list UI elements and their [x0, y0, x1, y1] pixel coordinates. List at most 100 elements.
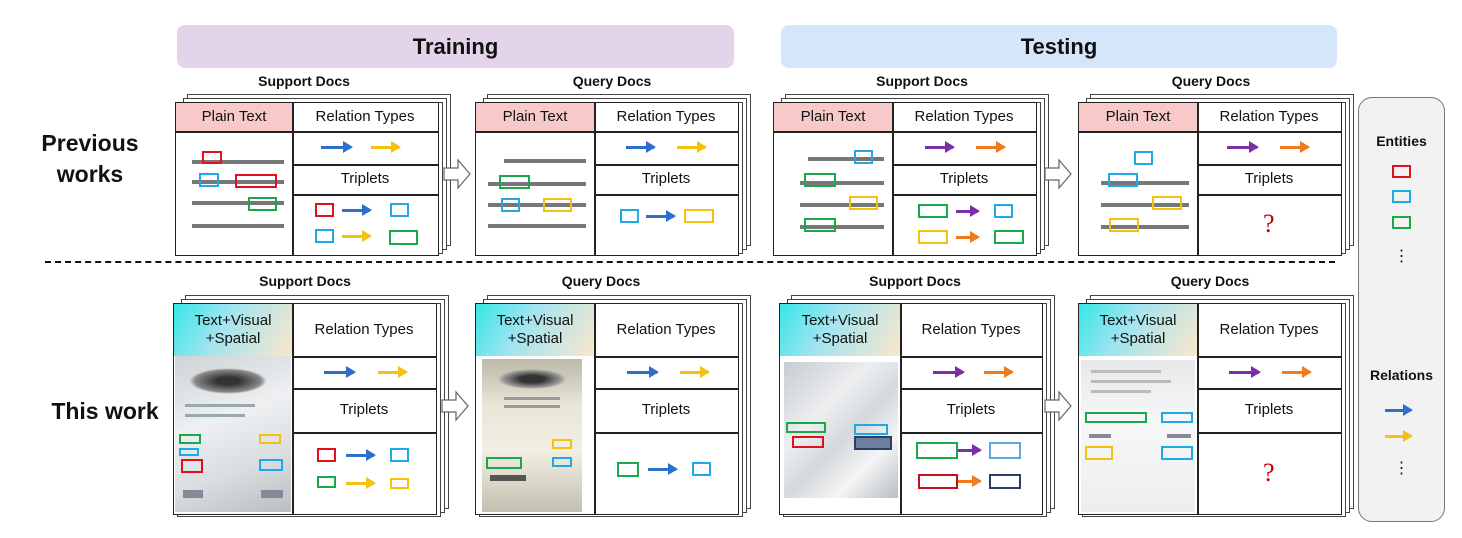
relation-arrow-yellow — [677, 141, 707, 153]
relation-arrow-blue — [346, 449, 376, 461]
entity-box-blue — [179, 448, 199, 456]
testing-banner: Testing — [781, 25, 1337, 68]
relation-arrow-yellow — [371, 141, 401, 153]
entity-box-green — [1392, 216, 1411, 229]
triplets-cell: Triplets — [946, 401, 996, 418]
entity-box-blue — [620, 209, 639, 223]
doc-card: Text+Visual +Spatial Relation Types Trip… — [1078, 303, 1342, 515]
flow-arrow-icon — [441, 390, 469, 422]
entities-more-icon: ⋮ — [1393, 248, 1410, 265]
relation-arrow-blue — [321, 141, 353, 153]
text-visual-spatial-cell: Text+Visual +Spatial — [780, 304, 900, 356]
this-work-label: This work — [51, 398, 159, 424]
entity-box-blue — [552, 457, 572, 467]
relation-arrow-blue — [627, 366, 659, 378]
query-docs-header: Query Docs — [1170, 273, 1250, 289]
relation-arrow-yellow — [342, 230, 372, 242]
doc-card: Text+Visual +Spatial Relation Types Trip… — [173, 303, 437, 515]
triplets-cell: Triplets — [1244, 170, 1294, 187]
entity-box-yellow — [918, 230, 948, 244]
doc-card: Text+Visual +Spatial Relation Types Trip… — [475, 303, 739, 515]
entity-box-red — [202, 151, 222, 164]
entity-box-red — [918, 474, 958, 489]
text-visual-line1: Text+Visual — [1099, 312, 1177, 329]
entity-box-blue — [199, 173, 219, 187]
entity-box-blue — [994, 204, 1013, 218]
entity-box-yellow — [1085, 446, 1113, 460]
triplets-cell: Triplets — [340, 170, 390, 187]
entity-box-green — [389, 230, 418, 245]
entity-box-blue — [1108, 173, 1138, 187]
testing-label: Testing — [1020, 33, 1098, 59]
relation-arrow-purple — [933, 366, 965, 378]
unknown-triplet: ? — [1263, 458, 1275, 487]
entity-box-yellow — [684, 209, 714, 223]
training-label: Training — [412, 33, 499, 59]
entity-box-green — [486, 457, 522, 469]
entity-box-blue — [854, 150, 873, 164]
entity-box-green — [918, 204, 948, 218]
entities-legend-title: Entities — [1376, 133, 1427, 149]
support-docs-header: Support Docs — [258, 73, 350, 89]
unknown-triplet: ? — [1263, 209, 1275, 238]
triplets-cell: Triplets — [641, 170, 691, 187]
relation-arrow-yellow — [378, 366, 408, 378]
entity-box-yellow — [543, 198, 572, 212]
relation-types-cell: Relation Types — [1219, 321, 1319, 338]
entity-box-yellow — [552, 439, 572, 449]
relation-arrow-blue — [646, 210, 676, 222]
training-banner: Training — [177, 25, 734, 68]
entity-box-blue — [390, 448, 409, 462]
entity-box-blue — [989, 442, 1021, 459]
entity-box-blue — [1392, 190, 1411, 203]
plain-text-cell: Plain Text — [176, 103, 292, 131]
relation-types-cell: Relation Types — [1219, 108, 1319, 125]
relation-types-cell: Relation Types — [616, 108, 716, 125]
relation-arrow-purple — [1229, 366, 1261, 378]
entity-box-green — [499, 175, 530, 189]
relation-arrow-orange — [1280, 141, 1310, 153]
entity-box-green — [617, 462, 639, 477]
triplets-cell: Triplets — [939, 170, 989, 187]
text-visual-line2: +Spatial — [1110, 330, 1166, 347]
entity-box-green — [317, 476, 336, 488]
entity-box-red — [792, 436, 824, 448]
plain-text-cell: Plain Text — [1079, 103, 1197, 131]
query-docs-header: Query Docs — [572, 73, 652, 89]
relation-arrow-orange — [984, 366, 1014, 378]
text-visual-spatial-cell: Text+Visual +Spatial — [476, 304, 594, 356]
flow-arrow-icon — [1044, 158, 1072, 190]
entity-box-blue — [1161, 446, 1193, 460]
plain-text-cell: Plain Text — [476, 103, 594, 131]
entity-box-green — [248, 197, 277, 211]
entity-box-blue — [692, 462, 711, 476]
relation-arrow-orange — [956, 231, 980, 243]
separator-line — [45, 261, 1335, 263]
query-docs-header: Query Docs — [561, 273, 641, 289]
entity-box-red — [1392, 165, 1411, 178]
relation-arrow-blue — [342, 204, 372, 216]
entity-box-blue — [854, 424, 888, 435]
plain-text-cell: Plain Text — [774, 103, 892, 131]
flow-arrow-icon — [1044, 390, 1072, 422]
previous-line2: works — [56, 161, 124, 187]
flow-arrow-icon — [443, 158, 471, 190]
entity-box-blue — [259, 459, 283, 471]
relation-arrow-blue — [648, 463, 678, 475]
receipt-photo — [784, 362, 898, 498]
relation-arrow-orange — [976, 141, 1006, 153]
entity-box-green — [786, 422, 826, 433]
relation-types-cell: Relation Types — [315, 108, 415, 125]
entity-box-yellow — [849, 196, 878, 210]
entity-box-blue — [1161, 412, 1193, 423]
relation-arrow-orange — [1282, 366, 1312, 378]
relation-arrow-blue — [1385, 404, 1413, 416]
relation-arrow-purple — [956, 205, 980, 217]
doc-card: Plain Text Relation Types Triplets — [175, 102, 439, 256]
relation-types-cell: Relation Types — [314, 321, 414, 338]
previous-line1: Previous — [41, 130, 139, 156]
relation-arrow-yellow — [346, 477, 376, 489]
relation-types-cell: Relation Types — [616, 321, 716, 338]
doc-card: Text+Visual +Spatial Relation Types Trip… — [779, 303, 1043, 515]
relation-types-cell: Relation Types — [921, 321, 1021, 338]
